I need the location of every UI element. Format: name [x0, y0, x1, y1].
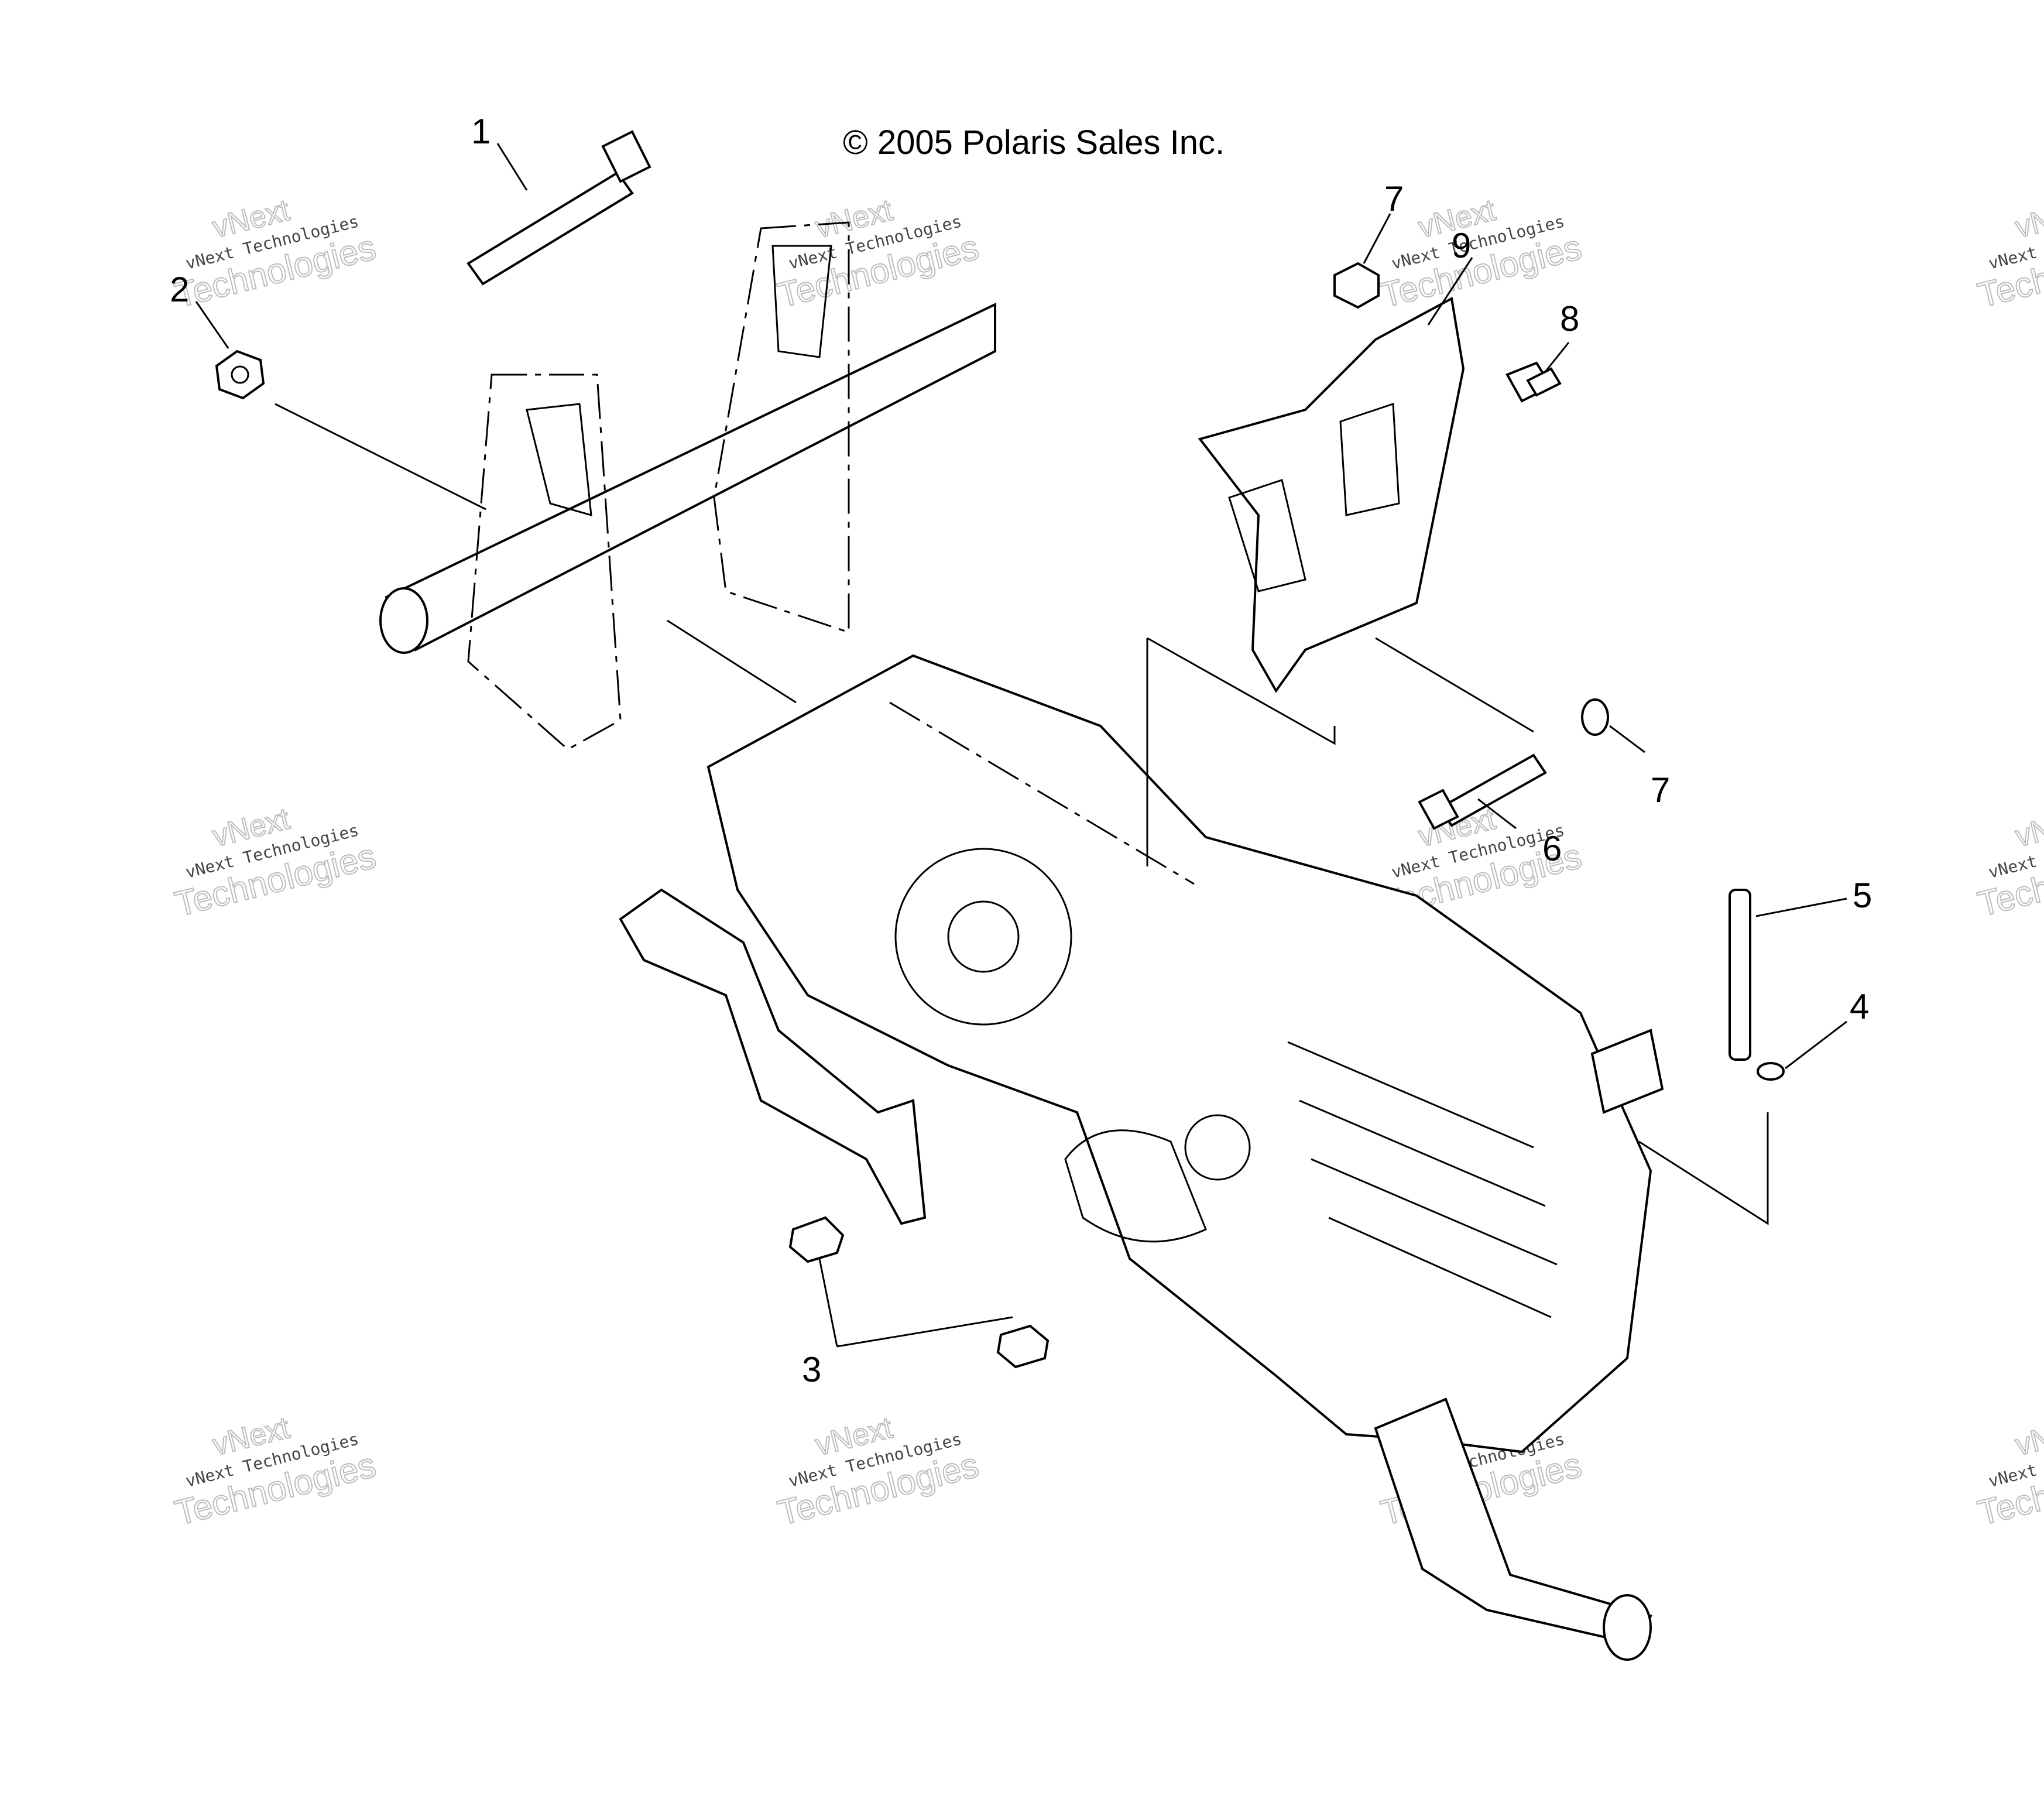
assembly-lines: [275, 403, 1769, 1225]
part-3-bolts: [788, 1216, 1050, 1369]
part-8-bolt: [1505, 361, 1562, 403]
output-shaft: [1374, 1397, 1652, 1661]
part-2-nut: [215, 349, 265, 400]
part-5-pin: [1729, 889, 1751, 1061]
copyright-notice: © 2005 Polaris Sales Inc.: [843, 124, 1225, 162]
transmission-housing: [707, 654, 1652, 1454]
callout-labels: 1 2 3 4 5 6 7 7 8 9: [170, 112, 1872, 1389]
callout-1: 1: [471, 112, 491, 151]
callout-6: 6: [1542, 829, 1562, 868]
part-7-upper-nut: [1333, 262, 1380, 309]
part-6-bolt: [1418, 753, 1547, 830]
lower-bracket: [619, 888, 927, 1225]
part-7-lower-nut: [1581, 698, 1609, 736]
watermark-text: vNext: [2012, 193, 2044, 245]
callout-9: 9: [1452, 226, 1471, 265]
frame-cross-tube: [379, 221, 996, 751]
part-1-bolt: [467, 130, 651, 286]
callout-7-lower: 7: [1651, 770, 1670, 810]
part-4-clip: [1757, 1062, 1785, 1081]
callout-3: 3: [802, 1350, 821, 1389]
part-9-bracket: [1198, 296, 1465, 693]
callout-8: 8: [1560, 299, 1579, 338]
callout-leaders: [195, 143, 1847, 1348]
callout-2: 2: [170, 270, 189, 309]
watermark-text: vNext: [2012, 802, 2044, 854]
watermark-text: vNext: [2012, 1411, 2044, 1463]
callout-7-upper: 7: [1384, 179, 1404, 218]
callout-4: 4: [1850, 987, 1869, 1026]
callout-5: 5: [1853, 876, 1872, 915]
stub-shaft: [1590, 1029, 1664, 1114]
